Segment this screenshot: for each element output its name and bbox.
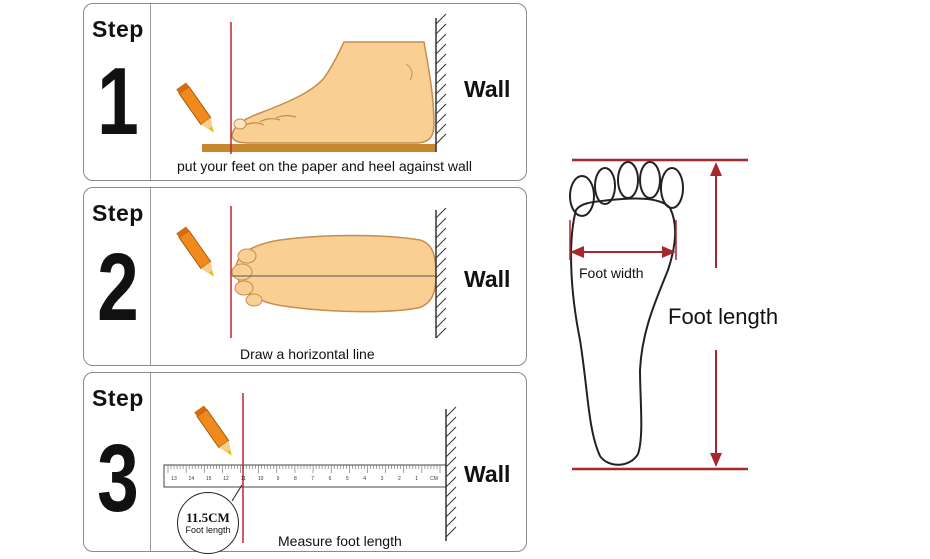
ruler-number: 6	[329, 476, 332, 482]
ruler-number: 2	[398, 476, 401, 482]
foot-width-label: Foot width	[579, 265, 644, 281]
step-caption: put your feet on the paper and heel agai…	[177, 158, 472, 174]
ruler-number: 14	[189, 476, 195, 482]
step-2-panel: Step 2 W	[83, 187, 527, 366]
panel-divider	[150, 373, 151, 551]
step-3-illustration: 13 14 15 12 11 10 9 8 7 6 5 4 3 2 1 CM	[163, 393, 457, 543]
step-1-illustration	[176, 13, 447, 154]
measurement-label: Foot length	[185, 525, 231, 535]
foot-top-view	[235, 234, 437, 313]
ruler-number: 10	[258, 476, 264, 482]
wall-label: Wall	[464, 461, 511, 487]
pencil-icon	[194, 405, 232, 456]
step-number: 1	[97, 48, 139, 155]
wall-hatching	[435, 207, 447, 339]
panel-divider	[150, 188, 151, 365]
badge-pointer	[231, 484, 243, 502]
step-1-panel: Step 1 Wall put your feet on	[83, 3, 527, 181]
footprint-toes	[569, 161, 684, 217]
ruler-number: 15	[206, 476, 212, 482]
ruler-number: CM	[430, 476, 438, 482]
panel-divider	[150, 4, 151, 180]
step-label: Step	[92, 16, 144, 42]
ruler-number: 3	[381, 476, 384, 482]
foot-side-view	[231, 41, 435, 144]
foot-length-label: Foot length	[668, 304, 779, 329]
pencil-icon	[176, 226, 214, 277]
step-number: 2	[97, 234, 139, 341]
ruler-number: 9	[277, 476, 280, 482]
wall-hatching	[445, 406, 457, 538]
width-arrowhead-right	[662, 246, 676, 258]
step-caption: Draw a horizontal line	[240, 346, 375, 362]
ankle-bone	[405, 63, 413, 81]
length-arrowhead-bottom	[710, 453, 722, 467]
ruler-number: 13	[171, 476, 177, 482]
measurement-badge: 11.5CM Foot length	[177, 492, 239, 554]
ruler-number: 5	[346, 476, 349, 482]
footprint-sole	[570, 197, 677, 466]
wall-label: Wall	[464, 76, 511, 102]
step-label: Step	[92, 200, 144, 226]
ruler-number: 4	[363, 476, 366, 482]
ruler-number: 8	[294, 476, 297, 482]
measurement-value: 11.5CM	[186, 510, 230, 525]
ruler-number: 1	[415, 476, 418, 482]
foot-toenail	[233, 118, 247, 130]
step-2-illustration	[176, 206, 447, 339]
step-number: 3	[97, 425, 139, 532]
ruler-number: 11	[241, 476, 246, 482]
ruler-number: 7	[311, 476, 314, 482]
footprint-diagram	[569, 158, 748, 471]
step-caption: Measure foot length	[278, 533, 402, 549]
wall-label: Wall	[464, 266, 511, 292]
length-arrowhead-top	[710, 162, 722, 176]
ruler-number: 12	[223, 476, 229, 482]
floor-strip	[202, 144, 436, 152]
wall-hatching	[435, 13, 447, 145]
step-label: Step	[92, 385, 144, 411]
width-arrowhead-left	[570, 246, 584, 258]
pencil-icon	[176, 82, 214, 133]
